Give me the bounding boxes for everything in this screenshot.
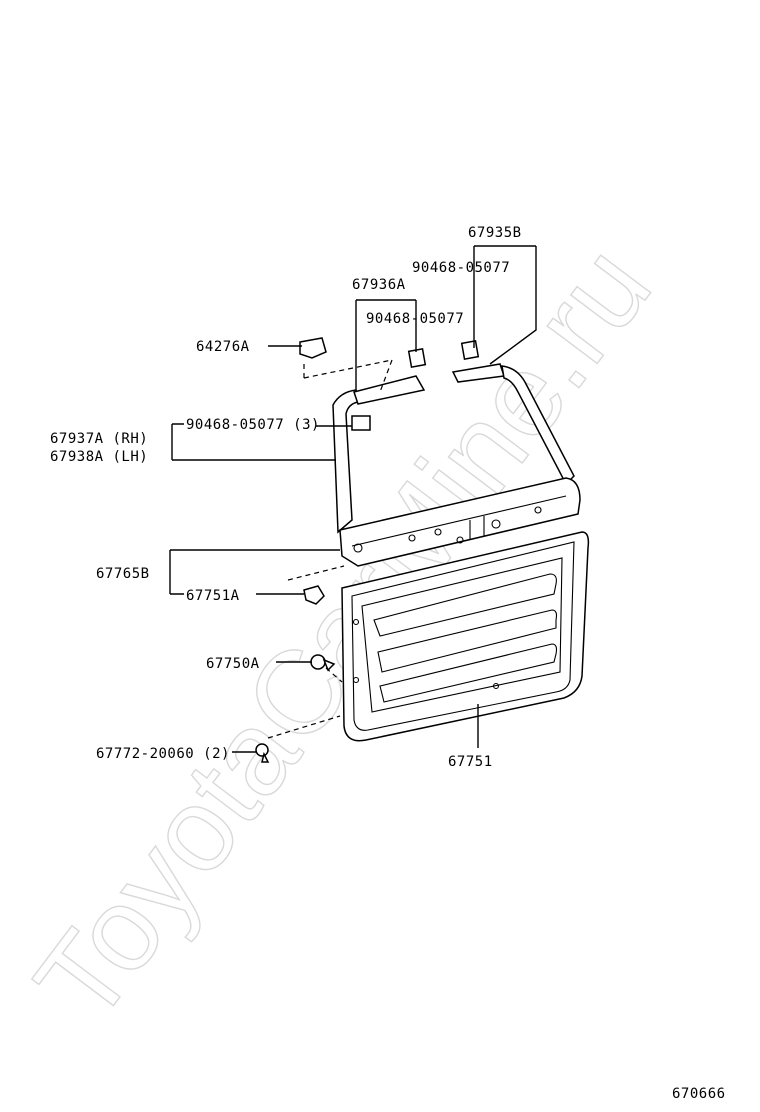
screw-67772 bbox=[255, 743, 270, 763]
label-67937A-rh: 67937A (RH) bbox=[50, 431, 148, 447]
label-90468-05077-upper: 90468-05077 bbox=[412, 260, 510, 276]
label-90468-05077-middle: 90468-05077 bbox=[366, 311, 464, 327]
label-67751: 67751 bbox=[448, 754, 493, 770]
label-67750A: 67750A bbox=[206, 656, 260, 672]
clip-67751A bbox=[303, 585, 325, 605]
figure-number: 670666 bbox=[672, 1086, 726, 1102]
label-67938A-lh: 67938A (LH) bbox=[50, 449, 148, 465]
label-90468-05077-qty3: 90468-05077 (3) bbox=[186, 417, 320, 433]
label-67935B: 67935B bbox=[468, 225, 522, 241]
label-64276A: 64276A bbox=[196, 339, 250, 355]
upper-trim-frame bbox=[299, 337, 581, 567]
label-67936A: 67936A bbox=[352, 277, 406, 293]
leader-lines bbox=[169, 245, 537, 753]
label-67772-20060: 67772-20060 (2) bbox=[96, 746, 230, 762]
label-67751A: 67751A bbox=[186, 588, 240, 604]
label-67765B: 67765B bbox=[96, 566, 150, 582]
door-trim-board bbox=[341, 531, 590, 742]
